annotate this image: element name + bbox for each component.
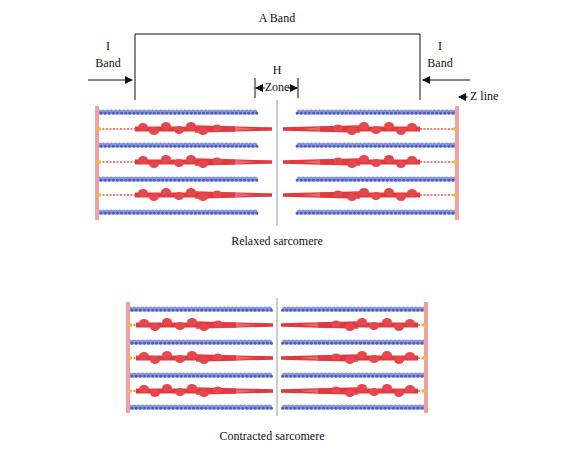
z-lines	[126, 302, 428, 413]
thin-filaments	[99, 112, 455, 213]
thin-filaments	[130, 309, 424, 408]
caption-label: Relaxed sarcomere	[167, 233, 387, 250]
contracted-sarcomere	[126, 298, 428, 416]
thick-filaments	[136, 318, 418, 397]
thick-filaments	[135, 122, 420, 201]
zone-label: H Zone	[259, 62, 295, 96]
a-band-bracket	[135, 34, 420, 100]
titin-links	[130, 325, 424, 391]
z-lines	[95, 106, 459, 220]
titin-links	[99, 129, 455, 195]
band-label: I Band	[92, 38, 124, 72]
band-label: I Band	[424, 38, 456, 72]
band-label: A Band	[232, 10, 322, 27]
caption-label: Contracted sarcomere	[162, 428, 382, 445]
line-label: Z line	[470, 88, 540, 105]
relaxed-sarcomere	[95, 100, 459, 226]
